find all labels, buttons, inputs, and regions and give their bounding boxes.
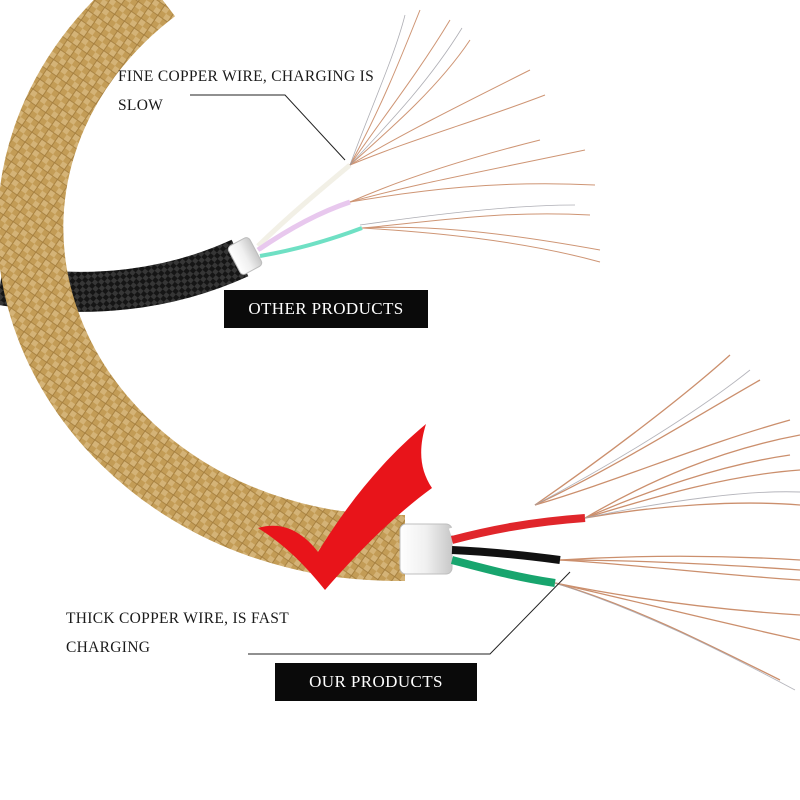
top-caption: FINE COPPER WIRE, CHARGING IS SLOW [118, 68, 375, 114]
our-products-label: OUR PRODUCTS [275, 663, 477, 701]
other-products-label: OTHER PRODUCTS [224, 290, 428, 328]
our-product-cable [0, 0, 800, 691]
top-leader-line [190, 94, 346, 161]
check-mark-icon [258, 424, 432, 590]
bottom-leader-line [248, 571, 571, 655]
bottom-caption: THICK COPPER WIRE, IS FAST CHARGING [66, 610, 289, 656]
